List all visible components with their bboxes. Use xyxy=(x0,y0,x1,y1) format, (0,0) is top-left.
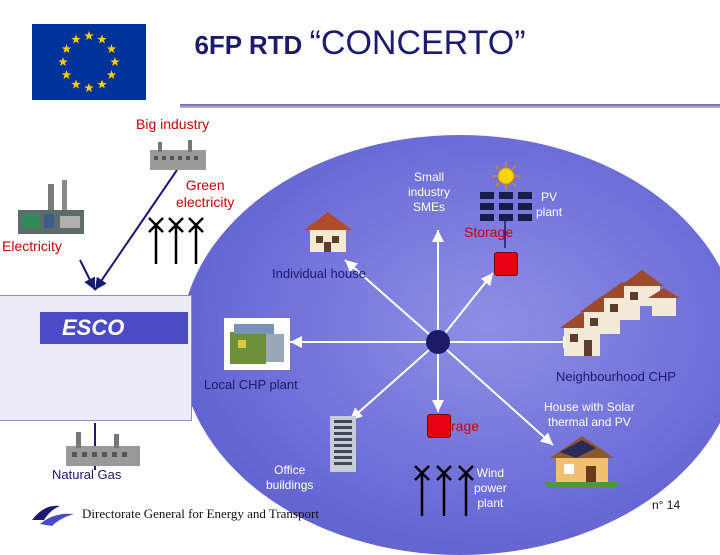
storage-bottom-box xyxy=(427,414,451,438)
wind-turbine-icon xyxy=(414,465,474,516)
label-small-industry: Small industry SMEs xyxy=(408,170,451,214)
eu-star-icon xyxy=(61,70,72,80)
eu-stars xyxy=(58,31,120,93)
eu-star-icon xyxy=(71,34,81,44)
label-neighbourhood-chp: Neighbourhood CHP xyxy=(556,369,676,384)
eu-star-icon xyxy=(84,83,94,93)
eu-star-icon xyxy=(58,57,68,67)
title-main: “CONCERTO” xyxy=(309,24,526,62)
label-natural-gas: Natural Gas xyxy=(52,467,122,482)
connection-lines xyxy=(79,169,575,470)
gas-factory-icon xyxy=(66,432,140,466)
page-title: 6FP RTD “CONCERTO” xyxy=(0,24,720,63)
house-icon xyxy=(304,212,352,252)
title-divider xyxy=(180,104,720,108)
dg-tren-logo-icon xyxy=(32,505,74,526)
line-electricity-esco xyxy=(79,259,96,291)
esco-bar: ESCO xyxy=(40,312,188,344)
line-big-industry-esco xyxy=(94,169,178,291)
eu-star-icon xyxy=(84,31,94,41)
line-to-storage-top xyxy=(437,272,494,343)
label-big-industry: Big industry xyxy=(136,116,210,132)
eu-star-icon xyxy=(106,44,117,54)
eu-star-icon xyxy=(71,79,81,89)
eu-star-icon xyxy=(106,70,117,80)
line-to-office xyxy=(349,341,439,421)
storage-top-box xyxy=(494,252,518,276)
label-storage-top: Storage xyxy=(464,224,514,240)
sun-icon xyxy=(492,162,520,190)
pv-panel-icon xyxy=(480,192,532,221)
label-electricity: Electricity xyxy=(2,238,62,254)
wind-turbine-icon xyxy=(148,217,204,264)
distribution-hub xyxy=(426,330,450,354)
line-to-individual-house xyxy=(344,259,439,343)
page-number: n° 14 xyxy=(652,498,681,512)
big-industry-factory-icon xyxy=(150,140,206,170)
power-plant-icon xyxy=(18,180,84,234)
chp-plant-icon xyxy=(224,318,290,370)
title-prefix: 6FP RTD xyxy=(194,30,310,60)
eu-star-icon xyxy=(97,34,107,44)
label-individual-house: Individual house xyxy=(272,266,366,281)
row-houses-icon xyxy=(560,270,680,356)
label-wind-power: Wind power plant xyxy=(474,466,507,510)
footer-directorate: Directorate General for Energy and Trans… xyxy=(82,506,319,521)
label-house-solar: House with Solar thermal and PV xyxy=(544,400,635,429)
eu-star-icon xyxy=(61,44,72,54)
eu-flag-icon xyxy=(32,24,146,100)
line-to-house-solar xyxy=(437,341,554,446)
label-green-electricity: Green electricity xyxy=(176,177,235,210)
eu-star-icon xyxy=(110,57,120,67)
eu-star-icon xyxy=(97,79,107,89)
label-local-chp: Local CHP plant xyxy=(204,377,298,392)
office-building-icon xyxy=(330,416,356,472)
solar-house-icon xyxy=(546,436,618,488)
label-pv-plant: PV plant xyxy=(536,190,563,219)
label-office-buildings: Office buildings xyxy=(266,463,314,492)
